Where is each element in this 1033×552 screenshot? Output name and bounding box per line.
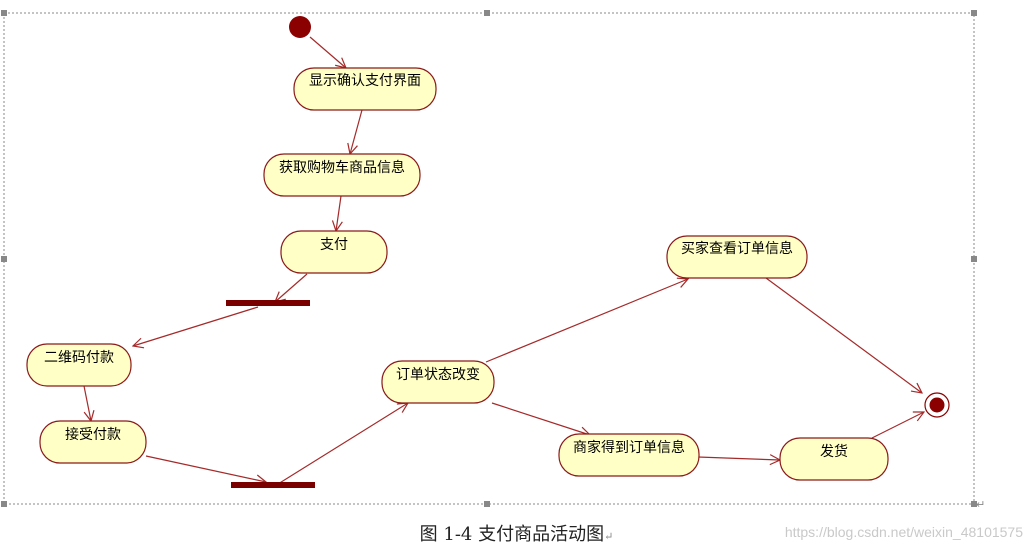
transition-a8-to-a9 [697, 457, 780, 460]
figure-caption-text: 图 1-4 支付商品活动图 [419, 524, 605, 545]
frame-handle-ml[interactable] [1, 256, 7, 262]
watermark: https://blog.csdn.net/weixin_48101575 [784, 524, 1023, 540]
transition-a3-to-bar1 [275, 273, 308, 302]
figure-caption: 图 1-4 支付商品活动图↵ [0, 520, 1033, 546]
activity-label: 接受付款 [65, 426, 121, 443]
frame-handle-tl[interactable] [1, 10, 7, 16]
frame-handle-bm[interactable] [484, 501, 490, 507]
activity-qr-payment[interactable]: 二维码付款 [26, 343, 132, 387]
transition-a6-to-a7 [485, 279, 688, 363]
join-bar-2[interactable] [231, 482, 315, 488]
transition-a4-to-a5 [83, 385, 91, 421]
activity-label: 支付 [320, 237, 348, 253]
frame-handle-br[interactable] [971, 501, 977, 507]
final-node[interactable] [924, 392, 950, 418]
transition-a2-to-a3 [336, 195, 341, 231]
activity-buyer-view-order[interactable]: 买家查看订单信息 [666, 235, 808, 279]
transition-a5-to-bar2 [145, 455, 266, 482]
transition-a9-to-end [871, 412, 924, 439]
activity-pay[interactable]: 支付 [280, 230, 388, 274]
initial-node[interactable] [289, 16, 311, 38]
frame-handle-bl[interactable] [1, 501, 7, 507]
activity-label: 获取购物车商品信息 [279, 159, 405, 176]
frame-handle-tr[interactable] [971, 10, 977, 16]
activity-show-payment-confirm[interactable]: 显示确认支付界面 [293, 67, 437, 111]
transition-a6-to-a8 [491, 402, 590, 435]
activity-label: 二维码付款 [44, 350, 114, 366]
transition-start-to-a1 [309, 36, 346, 68]
frame-handle-mr[interactable] [971, 256, 977, 262]
frame-handle-tm[interactable] [484, 10, 490, 16]
caption-paragraph-mark-icon: ↵ [604, 530, 614, 543]
activity-receive-payment[interactable]: 接受付款 [39, 420, 147, 464]
selection-frame [1, 10, 977, 507]
activity-ship[interactable]: 发货 [779, 437, 889, 481]
transitions [83, 36, 924, 485]
activity-label: 买家查看订单信息 [681, 240, 793, 257]
transition-bar1-to-a4 [133, 306, 259, 346]
activity-label: 商家得到订单信息 [573, 439, 685, 456]
activity-get-cart-items[interactable]: 获取购物车商品信息 [263, 153, 421, 197]
activity-label: 发货 [820, 443, 848, 460]
activity-label: 显示确认支付界面 [309, 73, 421, 89]
activity-label: 订单状态改变 [396, 367, 480, 383]
transition-a7-to-end [765, 277, 922, 393]
activity-order-status-change[interactable]: 订单状态改变 [381, 360, 495, 404]
transition-bar2-to-a6 [277, 403, 408, 485]
paragraph-mark-icon: ↵ [976, 498, 985, 511]
transition-a1-to-a2 [350, 109, 363, 154]
activity-seller-get-order[interactable]: 商家得到订单信息 [558, 433, 700, 477]
fork-bar-1[interactable] [226, 300, 310, 306]
